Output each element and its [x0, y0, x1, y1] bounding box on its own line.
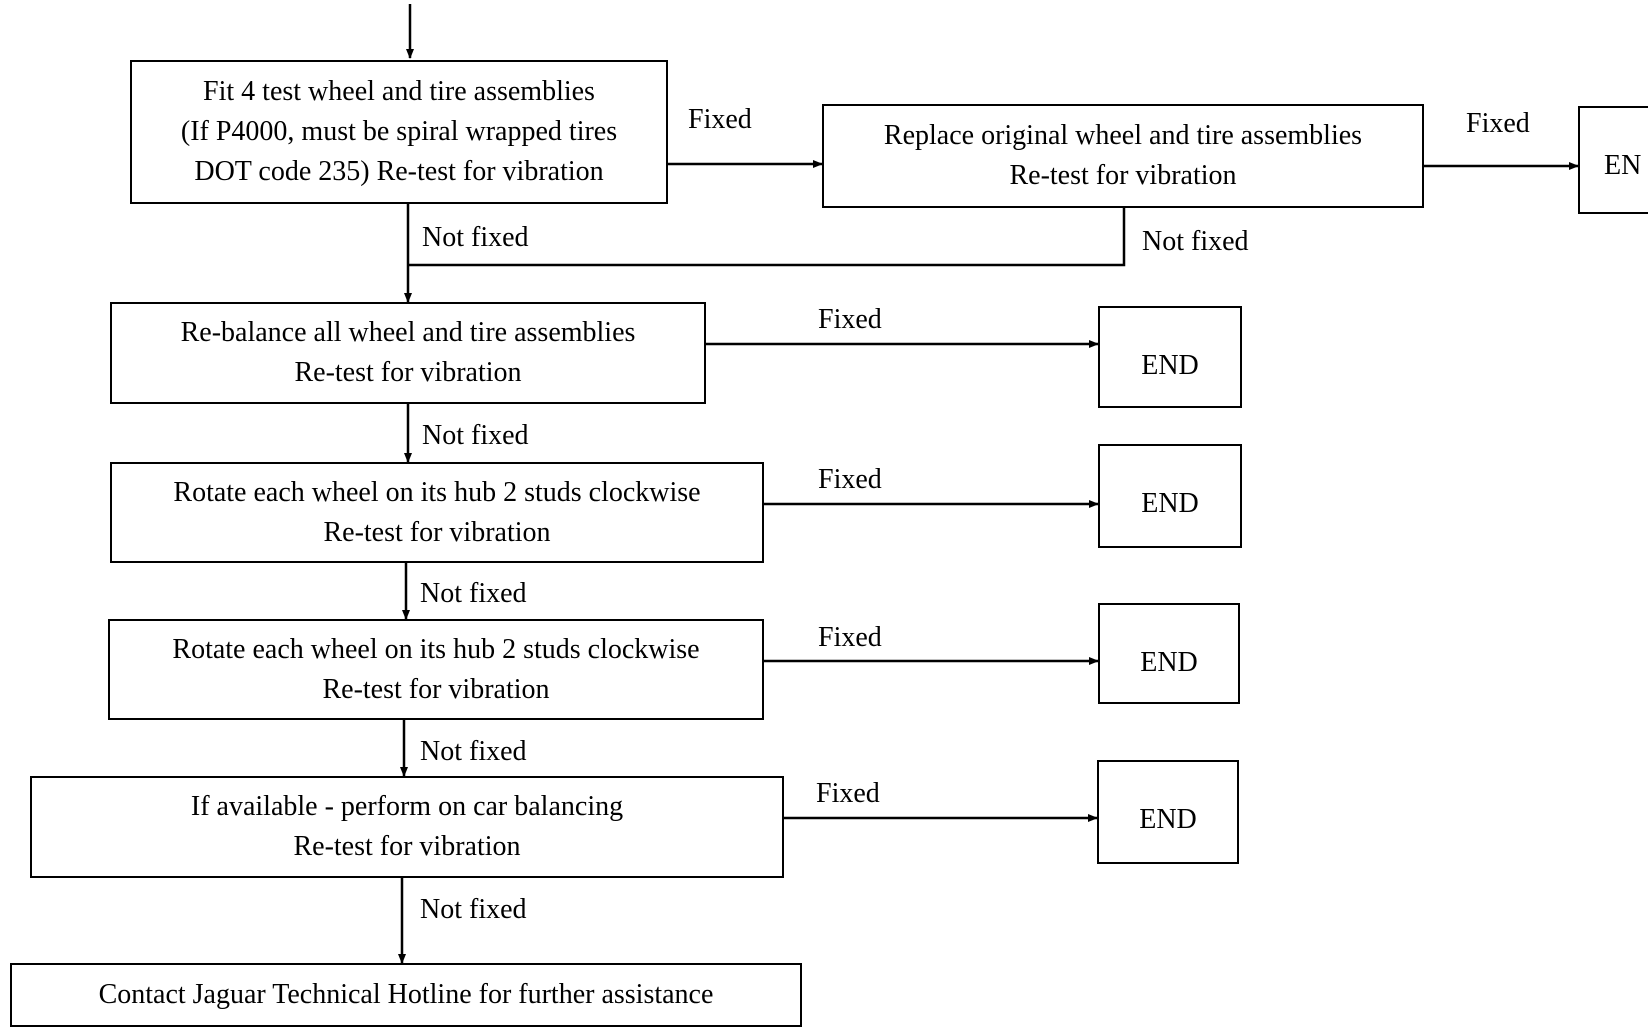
step-rotate2-line-1: Rotate each wheel on its hub 2 studs clo…	[172, 633, 700, 665]
step-fit-line-2: (If P4000, must be spiral wrapped tires	[180, 116, 618, 147]
label-not-fixed-rebalance: Not fixed	[422, 420, 529, 451]
end-box-top-right: EN	[1578, 106, 1648, 214]
label-not-fixed-rotate1: Not fixed	[420, 578, 527, 609]
end-label: END	[1141, 350, 1199, 381]
step-contact-text: Contact Jaguar Technical Hotline for fur…	[98, 979, 714, 1010]
label-fixed-balancing: Fixed	[816, 778, 880, 809]
step-rebalance: Re-balance all wheel and tire assemblies…	[110, 302, 706, 404]
end-label: END	[1139, 804, 1197, 835]
end-label: END	[1140, 647, 1198, 678]
step-fit-line-3: DOT code 235) Re-test for vibration	[194, 156, 604, 187]
step-contact-hotline: Contact Jaguar Technical Hotline for fur…	[10, 963, 802, 1027]
step-balancing-line-2: Re-test for vibration	[293, 831, 521, 862]
step-on-car-balancing: If available - perform on car balancing …	[30, 776, 784, 878]
step-rotate2-line-2: Re-test for vibration	[322, 673, 550, 705]
end-box-rotate-1: END	[1098, 444, 1242, 548]
label-fixed-rotate1: Fixed	[818, 464, 882, 495]
step-balancing-line-1: If available - perform on car balancing	[190, 791, 624, 822]
label-fixed-fit: Fixed	[688, 104, 752, 135]
label-not-fixed-replace: Not fixed	[1142, 226, 1249, 257]
step-replace-line-2: Re-test for vibration	[1009, 160, 1237, 191]
end-label: END	[1141, 488, 1199, 519]
label-not-fixed-fit: Not fixed	[422, 222, 529, 253]
step-rotate1-line-2: Re-test for vibration	[323, 516, 551, 548]
label-fixed-rebalance: Fixed	[818, 304, 882, 335]
label-fixed-replace: Fixed	[1466, 108, 1530, 139]
step-fit-test-wheels: Fit 4 test wheel and tire assemblies (If…	[130, 60, 668, 204]
step-rotate1-line-1: Rotate each wheel on its hub 2 studs clo…	[173, 476, 701, 508]
label-not-fixed-rotate2: Not fixed	[420, 736, 527, 767]
end-label-clipped: EN	[1604, 150, 1642, 181]
step-rotate-2: Rotate each wheel on its hub 2 studs clo…	[108, 619, 764, 720]
step-rebalance-line-2: Re-test for vibration	[294, 357, 522, 388]
step-fit-line-1: Fit 4 test wheel and tire assemblies	[203, 76, 595, 107]
label-not-fixed-balancing: Not fixed	[420, 894, 527, 925]
step-rebalance-line-1: Re-balance all wheel and tire assemblies	[180, 317, 636, 348]
step-rotate-1: Rotate each wheel on its hub 2 studs clo…	[110, 462, 764, 563]
step-replace-line-1: Replace original wheel and tire assembli…	[883, 120, 1363, 151]
step-replace-original: Replace original wheel and tire assembli…	[822, 104, 1424, 208]
line-replace-not-fixed	[408, 208, 1126, 267]
end-box-balancing: END	[1097, 760, 1239, 864]
end-box-rebalance: END	[1098, 306, 1242, 408]
end-box-rotate-2: END	[1098, 603, 1240, 704]
label-fixed-rotate2: Fixed	[818, 622, 882, 653]
